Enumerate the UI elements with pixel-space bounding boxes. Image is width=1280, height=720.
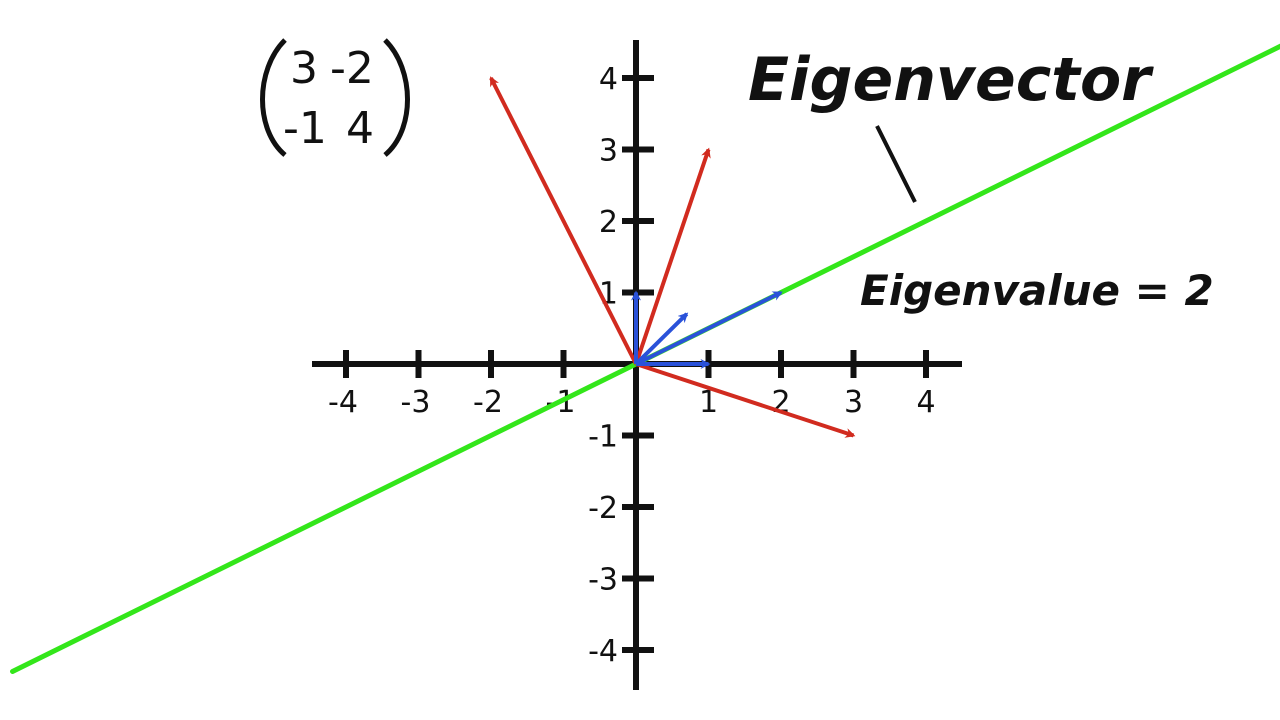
matrix-r1c0: -1 [283,103,327,154]
y-tick-label: 4 [599,62,618,97]
matrix: 3 -2 -1 4 [260,38,410,157]
matrix-r0c1: -2 [330,43,374,94]
y-tick-label: -3 [588,563,618,598]
basis-vector-arrow [634,312,689,366]
y-tick-label: -2 [588,491,618,526]
basis-vector-arrow [635,290,783,366]
matrix-r1c1: 4 [346,103,374,154]
eigenvector-label: Eigenvector [748,45,1154,115]
transformed-vector-arrow [635,362,856,438]
matrix-right-paren [383,38,410,157]
x-tick-label: -2 [473,385,503,420]
transformed-vector-arrow [634,147,711,365]
transformed-vector-arrow [489,76,638,365]
matrix-left-paren [260,38,287,157]
matrix-r0c0: 3 [290,43,318,94]
x-tick-label: 4 [916,385,935,420]
y-tick-label: -4 [588,634,618,669]
x-tick-label: 1 [699,385,718,420]
x-tick-label: -4 [328,385,358,420]
vectors [489,76,856,438]
y-tick-label: -1 [588,420,618,455]
y-tick-label: 2 [599,205,618,240]
eigenvector-pointer [875,125,917,203]
eigenvalue-label: Eigenvalue = 2 [860,266,1214,315]
y-tick-label: 3 [599,134,618,169]
x-tick-label: 3 [844,385,863,420]
x-tick-label: -3 [401,385,431,420]
